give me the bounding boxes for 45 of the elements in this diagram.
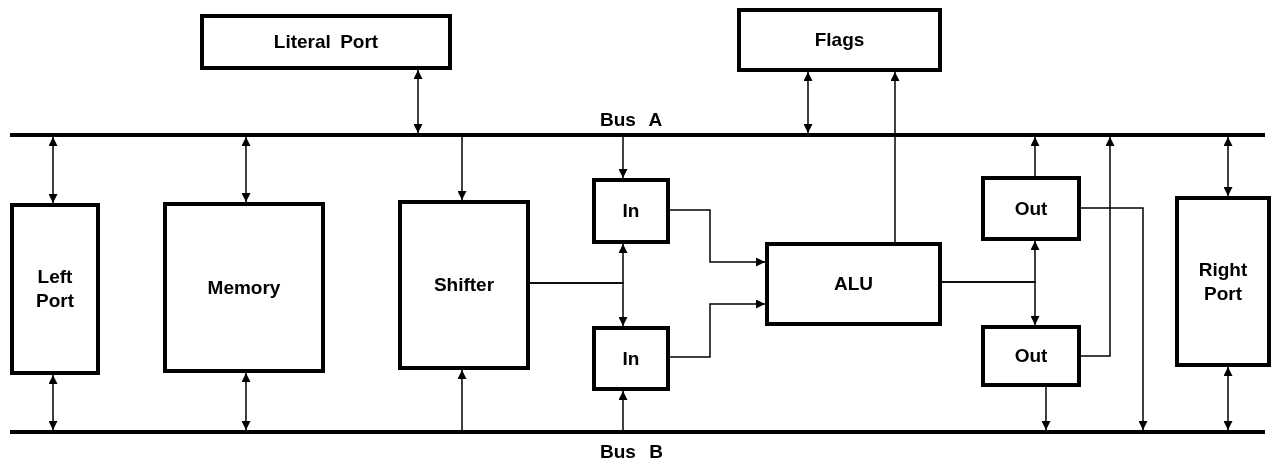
arrow	[413, 69, 423, 134]
arrow	[1223, 136, 1233, 197]
arrow	[1030, 136, 1040, 177]
block-box	[200, 14, 452, 70]
block-box	[10, 203, 100, 375]
arrow	[941, 281, 1040, 326]
block-label: Out	[1014, 344, 1048, 368]
arrow	[803, 71, 813, 134]
arrow	[669, 299, 766, 358]
arrow	[529, 282, 628, 327]
block-label: Flags	[814, 28, 865, 52]
block-box	[737, 8, 942, 72]
block-label: Left Port	[35, 265, 75, 313]
block-box	[765, 242, 942, 326]
block-label: Literal Port	[273, 30, 379, 54]
bus-label: Bus B	[600, 442, 663, 461]
arrow	[241, 372, 251, 431]
block-box	[1175, 196, 1271, 367]
arrow	[241, 136, 251, 203]
block-box	[592, 326, 670, 391]
arrow	[1080, 207, 1148, 431]
block-label: In	[622, 199, 640, 223]
arrow	[890, 71, 900, 243]
block-box	[163, 202, 325, 373]
block-label: ALU	[833, 272, 874, 296]
arrow	[48, 136, 58, 204]
arrow	[457, 369, 467, 431]
arrow	[618, 390, 628, 431]
arrow	[1080, 136, 1115, 357]
arrow	[48, 374, 58, 431]
arrow	[457, 136, 467, 201]
block-box	[981, 325, 1081, 387]
arrow	[618, 136, 628, 179]
arrow	[1223, 366, 1233, 431]
block-label: In	[622, 346, 640, 371]
block-box	[592, 178, 670, 244]
block-label: Right Port	[1197, 257, 1249, 306]
arrow	[669, 209, 766, 267]
block-box	[398, 200, 530, 370]
arrow	[1041, 386, 1051, 431]
block-label: Out	[1014, 196, 1048, 221]
bus-label: Bus A	[600, 110, 663, 129]
block-box	[981, 176, 1081, 241]
block-label: Memory	[207, 275, 281, 300]
block-label: Shifter	[433, 273, 495, 297]
